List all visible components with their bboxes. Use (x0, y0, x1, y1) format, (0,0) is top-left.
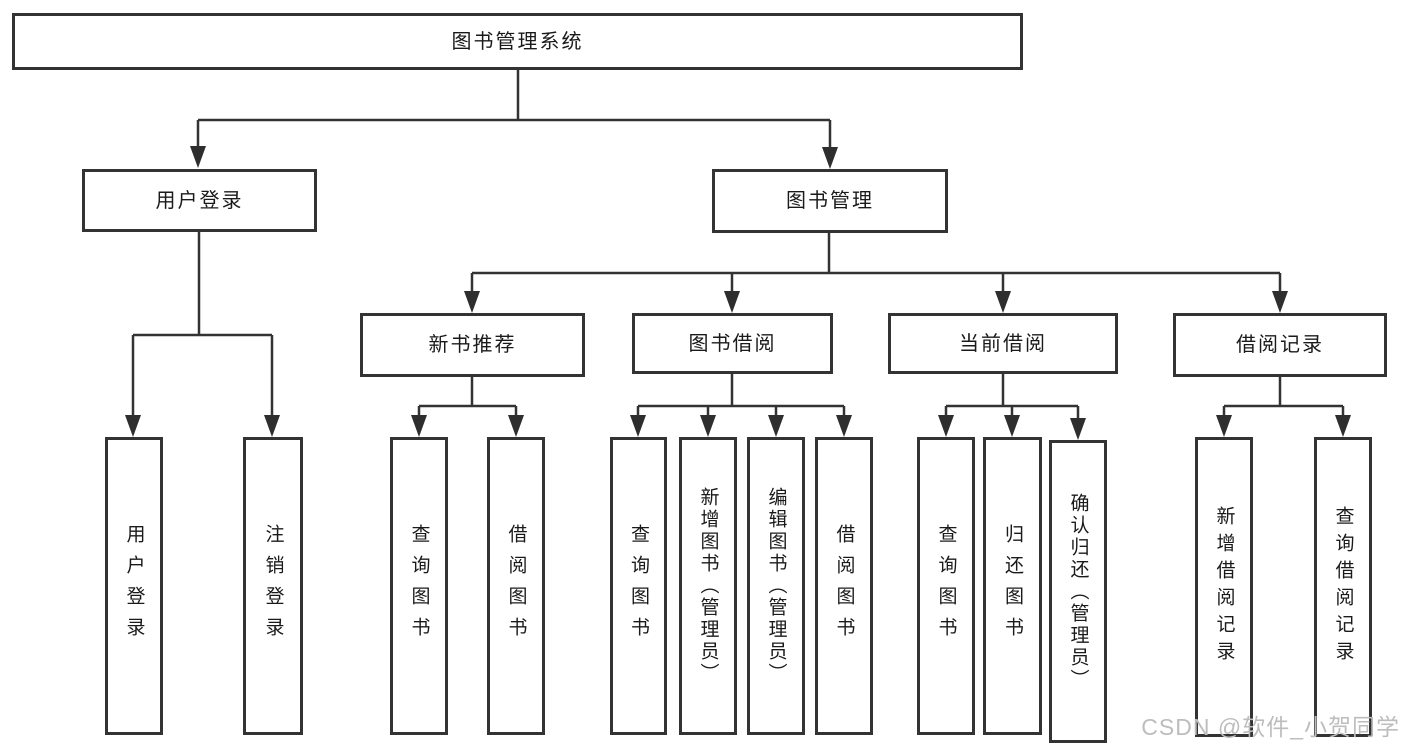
node-borrowing-records-label: 借阅记录 (1236, 334, 1324, 356)
leaf-query-books-label: 查询图书 (935, 524, 957, 648)
leaf-borrow-books-label: 借阅图书 (505, 524, 527, 648)
leaf-logout: 注销登录 (243, 437, 303, 735)
leaf-return-books-label: 归还图书 (1002, 524, 1023, 648)
arrowhead-icons (125, 146, 1351, 440)
leaf-query-books: 查询图书 (610, 437, 667, 735)
leaf-edit-book-admin-label: 编辑图书（管理员） (765, 487, 787, 685)
leaf-add-borrow-record-label: 新增借阅记录 (1213, 506, 1235, 668)
leaf-add-borrow-record: 新增借阅记录 (1195, 437, 1253, 737)
leaf-query-borrow-record: 查询借阅记录 (1314, 437, 1372, 737)
leaf-query-books: 查询图书 (917, 437, 975, 735)
leaf-add-book-admin-label: 新增图书（管理员） (697, 487, 719, 685)
node-root: 图书管理系统 (12, 13, 1023, 70)
watermark-text: CSDN @软件_小贺同学 (1141, 714, 1400, 740)
node-book-borrowing: 图书借阅 (632, 313, 833, 374)
leaf-confirm-return-admin: 确认归还（管理员） (1049, 440, 1107, 743)
node-book-management-label: 图书管理 (786, 190, 874, 212)
leaf-add-book-admin: 新增图书（管理员） (679, 437, 737, 735)
leaf-query-books-label: 查询图书 (628, 524, 649, 648)
leaf-logout-label: 注销登录 (262, 524, 284, 648)
leaf-query-borrow-record-label: 查询借阅记录 (1332, 506, 1354, 668)
leaf-query-books-label: 查询图书 (408, 524, 430, 648)
node-book-borrowing-label: 图书借阅 (688, 332, 777, 355)
node-current-borrowing-label: 当前借阅 (959, 332, 1047, 355)
node-borrowing-records: 借阅记录 (1173, 313, 1387, 377)
leaf-user-login: 用户登录 (105, 437, 163, 735)
node-book-management: 图书管理 (712, 169, 948, 233)
node-new-book-recommend-label: 新书推荐 (428, 334, 517, 356)
node-user-login-label: 用户登录 (155, 189, 244, 212)
leaf-borrow-books: 借阅图书 (815, 437, 873, 735)
node-new-book-recommend: 新书推荐 (360, 313, 585, 377)
node-root-label: 图书管理系统 (451, 30, 584, 53)
leaf-confirm-return-admin-label: 确认归还（管理员） (1067, 492, 1089, 691)
leaf-borrow-books: 借阅图书 (487, 437, 545, 735)
leaf-query-books: 查询图书 (390, 437, 448, 735)
leaf-borrow-books-label: 借阅图书 (833, 524, 855, 648)
leaf-user-login-label: 用户登录 (123, 524, 145, 648)
leaf-return-books: 归还图书 (983, 437, 1042, 735)
node-user-login: 用户登录 (82, 169, 317, 232)
node-current-borrowing: 当前借阅 (888, 313, 1118, 374)
leaf-edit-book-admin: 编辑图书（管理员） (747, 437, 805, 735)
